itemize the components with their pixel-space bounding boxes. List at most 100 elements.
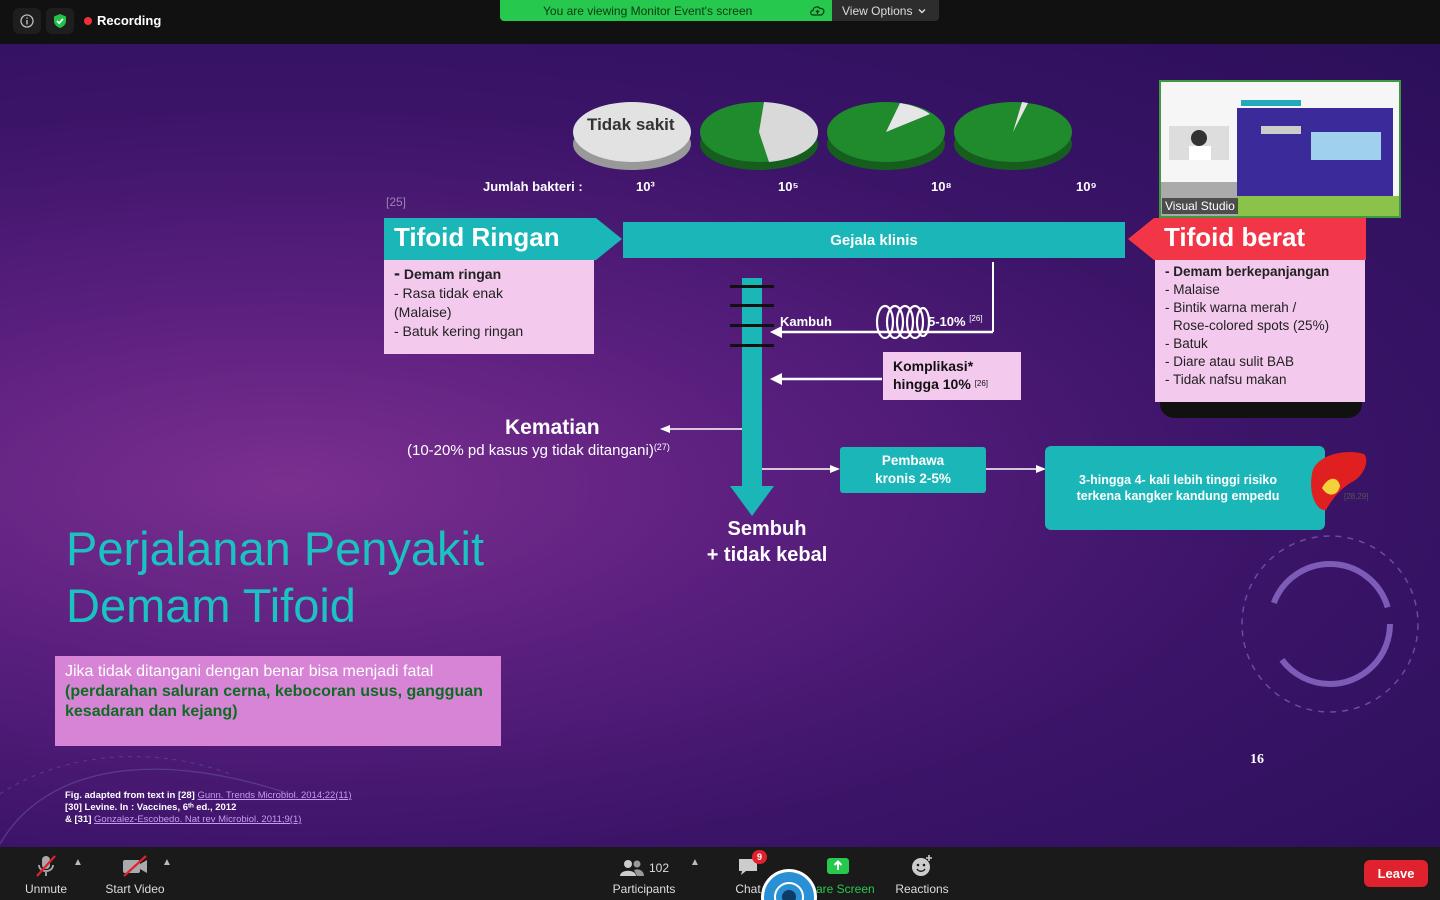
microphone-muted-icon — [36, 855, 56, 877]
recording-indicator[interactable]: Recording — [84, 13, 161, 28]
ringan-arrow-shape — [596, 218, 622, 260]
komplikasi-line1: Komplikasi* — [893, 358, 974, 374]
symptom-item: - Rasa tidak enak — [394, 285, 503, 301]
pie-10-8 — [827, 102, 945, 170]
recording-dot-icon — [84, 16, 92, 25]
kambuh-label: Kambuh — [780, 314, 832, 329]
chat-unread-badge: 9 — [752, 850, 767, 864]
fatal-green-text: (perdarahan saluran cerna, kebocoran usu… — [65, 683, 483, 720]
kematian-subtext: (10-20% pd kasus yg tidak ditangani)(27) — [407, 442, 670, 459]
berat-arrow-shape — [1128, 218, 1154, 260]
sembuh-label: Sembuh + tidak kebal — [706, 518, 828, 566]
gejala-klinis-bar: Gejala klinis — [623, 222, 1125, 258]
chat-button[interactable]: Chat — [730, 853, 766, 896]
chevron-down-icon — [918, 8, 926, 13]
fatal-plain-text: Jika tidak ditangani dengan benar bisa m… — [65, 663, 434, 680]
gejala-klinis-label: Gejala klinis — [830, 231, 918, 249]
reference-line: [30] Levine. In : Vaccines, 6ᵗʰ ed., 201… — [65, 802, 237, 813]
participant-video-thumbnail[interactable] — [1159, 80, 1401, 218]
symptom-item: - Malaise — [1165, 282, 1220, 297]
decorative-circle-icon — [1241, 535, 1419, 713]
tifoid-berat-symptoms: - Demam berkepanjangan - Malaise - Binti… — [1155, 260, 1365, 402]
leave-button[interactable]: Leave — [1364, 860, 1428, 887]
slide-references: Fig. adapted from text in [28] Gunn. Tre… — [65, 790, 352, 826]
reactions-label: Reactions — [895, 882, 949, 896]
share-screen-icon — [827, 858, 849, 874]
shared-screen-slide: Tidak sakit Jumlah bakteri : 10³ 10⁵ 10⁸… — [0, 44, 1440, 847]
kangker-reference: [28,29] — [1344, 492, 1369, 501]
unmute-button[interactable]: Unmute — [18, 853, 74, 896]
meeting-controls-bar: Unmute ▲ Start Video ▲ 102 Participants … — [0, 847, 1440, 900]
reference-link[interactable]: Gunn. Trends Microbiol. 2014;22(11) — [197, 790, 352, 801]
symptom-item: (Malaise) — [394, 304, 452, 320]
symptom-item: - Demam berkepanjangan — [1165, 264, 1330, 279]
share-screen-label: Share Screen — [801, 882, 875, 896]
meeting-top-bar: Recording You are viewing Monitor Event'… — [0, 0, 1440, 44]
symptom-item: Rose-colored spots (25%) — [1173, 318, 1330, 333]
view-options-button[interactable]: View Options — [832, 0, 939, 21]
screen-annotation-overlay-icon[interactable] — [760, 867, 818, 900]
gallbladder-liver-icon — [1311, 452, 1367, 511]
info-button[interactable] — [13, 8, 41, 34]
tifoid-ringan-title: Tifoid Ringan — [384, 218, 596, 260]
kambuh-percentage: 5-10% [26] — [928, 314, 983, 329]
symptom-item: - Bintik warna merah / — [1165, 300, 1297, 315]
thumbnail-name-label: Visual Studio — [1162, 198, 1238, 214]
bacteria-count: 10⁸ — [931, 179, 952, 194]
participants-button[interactable]: 102 Participants — [606, 853, 682, 896]
unmute-label: Unmute — [24, 882, 68, 896]
start-video-button[interactable]: Start Video — [100, 853, 170, 896]
symptom-item: - Batuk kering ringan — [394, 323, 524, 339]
symptom-item: - Batuk — [1165, 336, 1208, 351]
fatal-warning-box: Jika tidak ditangani dengan benar bisa m… — [55, 656, 501, 746]
pie-10-9 — [954, 102, 1072, 170]
reference-25: [25] — [386, 195, 407, 209]
participants-options-caret[interactable]: ▲ — [690, 857, 700, 868]
cloud-upload-icon — [810, 6, 825, 16]
komplikasi-box: Komplikasi* hingga 10% [26] — [883, 352, 1021, 400]
video-off-icon — [123, 855, 147, 877]
chat-label: Chat — [735, 882, 761, 896]
komplikasi-line2: hingga 10% [26] — [893, 376, 989, 392]
bacteria-count: 10³ — [636, 179, 655, 194]
shield-check-icon — [54, 14, 66, 28]
pembawa-kronis-box: Pembawa kronis 2-5% — [840, 447, 986, 493]
participants-icon — [619, 859, 644, 876]
reactions-button[interactable]: Reactions — [890, 853, 954, 896]
info-icon — [20, 14, 34, 28]
bacteria-count: 10⁵ — [778, 179, 799, 194]
share-screen-button[interactable]: Share Screen — [800, 853, 876, 896]
reactions-smiley-icon — [912, 855, 932, 876]
symptom-item: - Demam ringan — [394, 263, 502, 283]
symptom-item: - Diare atau sulit BAB — [1165, 354, 1295, 369]
flow-arrows — [660, 262, 1046, 516]
reference-line: Fig. adapted from text in [28] Gunn. Tre… — [65, 790, 352, 801]
kematian-label: Kematian — [505, 416, 600, 439]
reference-line: & [31] Gonzalez-Escobedo. Nat rev Microb… — [65, 814, 302, 825]
viewing-banner: You are viewing Monitor Event's screen — [500, 0, 832, 21]
tifoid-berat-title: Tifoid berat — [1154, 218, 1366, 260]
decorative-arc-icon — [0, 756, 291, 845]
pie-label-tidak-sakit: Tidak sakit — [587, 115, 675, 134]
symptom-item: - Tidak nafsu makan — [1165, 372, 1287, 387]
bacteria-pie-row — [573, 102, 1072, 170]
participants-label: Participants — [612, 882, 676, 896]
thumbnail-content-icon — [1161, 82, 1399, 216]
chat-bubble-icon — [739, 859, 757, 875]
security-button[interactable] — [46, 8, 74, 34]
tifoid-ringan-symptoms: - Demam ringan - Rasa tidak enak (Malais… — [384, 260, 594, 354]
recording-label: Recording — [97, 13, 162, 28]
jumlah-bakteri-label: Jumlah bakteri : — [483, 179, 583, 194]
slide-page-number: 16 — [1250, 752, 1264, 767]
kangker-risk-box: 3-hingga 4- kali lebih tinggi risiko ter… — [1045, 446, 1325, 530]
video-options-caret[interactable]: ▲ — [162, 857, 172, 868]
start-video-label: Start Video — [105, 882, 165, 896]
coil-spring-icon — [875, 304, 931, 340]
participants-count: 102 — [648, 860, 670, 875]
viewing-banner-text: You are viewing Monitor Event's screen — [543, 3, 753, 18]
view-options-label: View Options — [842, 3, 913, 18]
audio-options-caret[interactable]: ▲ — [73, 857, 83, 868]
pie-tidak-sakit — [573, 102, 691, 170]
slide-title: Perjalanan Penyakit Demam Tifoid — [66, 522, 485, 632]
reference-link[interactable]: Gonzalez-Escobedo. Nat rev Microbiol. 20… — [94, 814, 302, 825]
